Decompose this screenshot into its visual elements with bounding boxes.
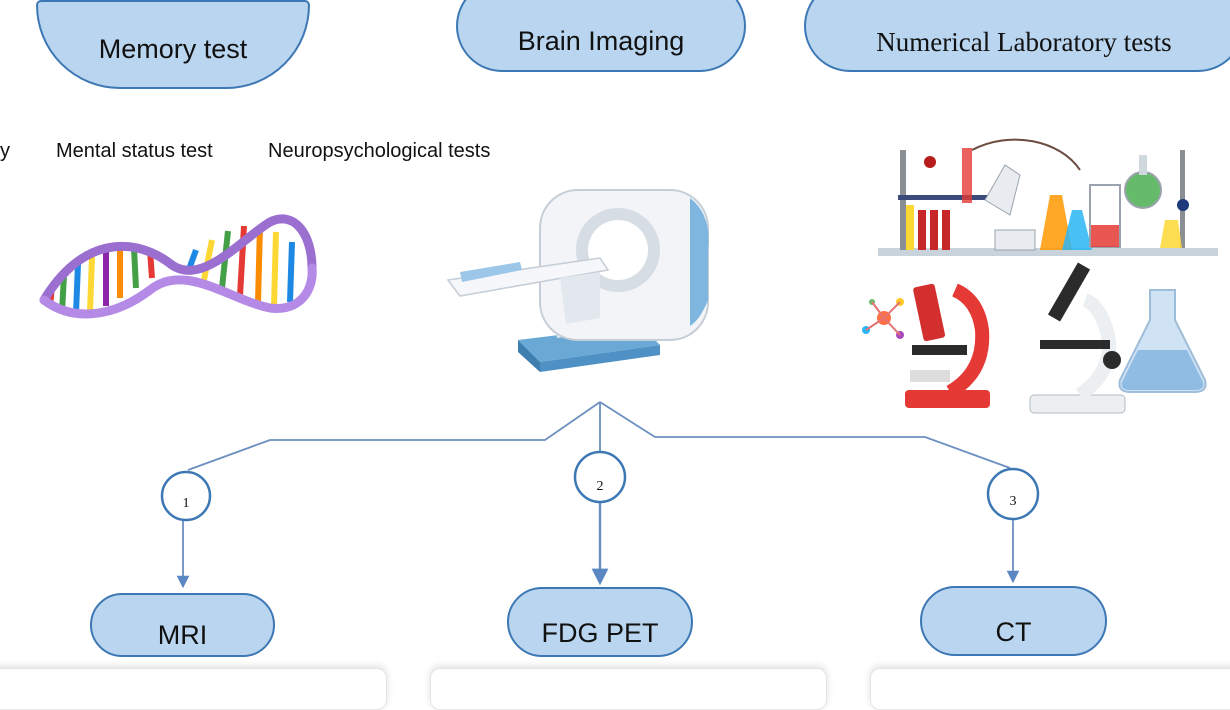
mental-status-test-label: Mental status test [56, 140, 213, 162]
memory-test-node: Memory test [36, 0, 310, 89]
dna-helix-icon [39, 214, 317, 319]
branch-circle-2 [573, 450, 627, 504]
laboratory-equipment-icon [862, 138, 1218, 414]
bottom-panel-right [870, 668, 1230, 710]
bottom-panel-middle [430, 668, 827, 710]
brain-imaging-node: Brain Imaging [456, 0, 746, 72]
branch-circle-1 [160, 470, 212, 522]
fdg-pet-node: FDG PET [507, 587, 693, 657]
branch-number-3: 3 [1010, 494, 1017, 509]
branch-circle-3 [986, 467, 1040, 521]
bottom-panel-left [0, 668, 387, 710]
neuropsychological-tests-label: Neuropsychological tests [268, 140, 491, 162]
mri-node: MRI [90, 593, 275, 657]
connector-line [187, 401, 601, 471]
branch-number-1: 1 [183, 496, 190, 511]
connector-line [599, 401, 1011, 469]
lab-tests-node: Numerical Laboratory tests [804, 0, 1230, 72]
branch-number-2: 2 [597, 479, 604, 494]
ct-node: CT [920, 586, 1107, 656]
memory-subtest-cut-off: y [0, 140, 10, 162]
branch-connectors: 1 2 3 [160, 401, 1040, 589]
ct-scanner-icon [446, 189, 709, 372]
